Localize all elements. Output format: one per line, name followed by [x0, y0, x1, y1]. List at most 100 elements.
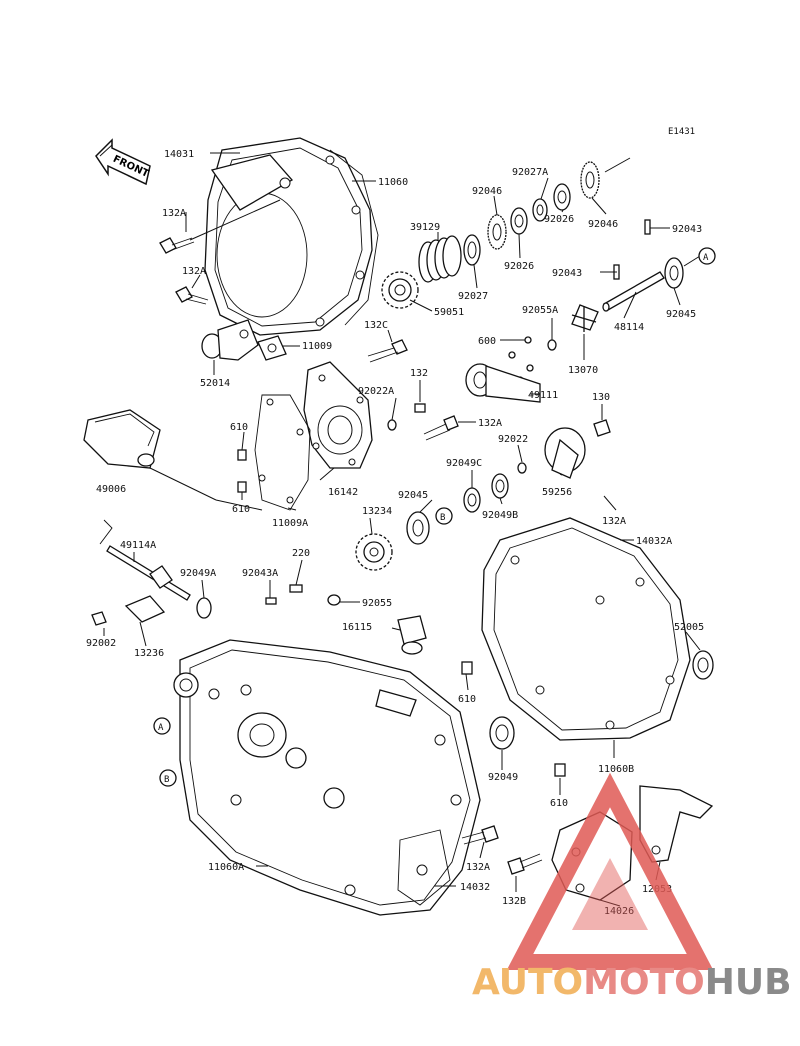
svg-text:B: B [440, 513, 445, 523]
guide-12053 [639, 785, 714, 863]
label-92045-2: 92045 [398, 490, 428, 501]
screw-220 [289, 584, 303, 593]
watermark-part-hub: HUB [704, 962, 792, 1003]
bolt-132b [507, 853, 543, 875]
label-130: 130 [592, 392, 610, 403]
fitting-52014 [201, 319, 259, 361]
label-92027: 92027 [458, 291, 488, 302]
washer-92026-b [553, 183, 571, 211]
bolt-132c [367, 339, 408, 363]
washer-92022 [517, 462, 527, 474]
label-16115: 16115 [342, 622, 372, 633]
spring-39129 [418, 235, 462, 283]
shaft-48114 [602, 271, 665, 312]
svg-text:A: A [703, 253, 709, 263]
plug-16115 [397, 615, 427, 655]
watermark-logo-icon [506, 772, 714, 970]
bracket-13236 [124, 595, 166, 623]
label-11009a: 11009A [272, 518, 308, 529]
label-92046-2: 92046 [588, 219, 618, 230]
watermark-part-moto: MOTO [583, 962, 705, 1003]
bearing-92045-lower [406, 511, 430, 545]
watermark-text: AUTOMOTOHUB [472, 962, 792, 1003]
label-610-4: 610 [550, 798, 568, 809]
label-92049b: 92049B [482, 510, 518, 521]
label-92043-1: 92043 [672, 224, 702, 235]
bearing-92045 [664, 255, 701, 289]
label-132c: 132C [364, 320, 388, 331]
label-610-3: 610 [458, 694, 476, 705]
label-92026-1: 92026 [544, 214, 574, 225]
impeller-13070 [571, 304, 599, 332]
label-132a-5: 132A [466, 862, 490, 873]
label-13236: 13236 [134, 648, 164, 659]
label-52014: 52014 [200, 378, 230, 389]
label-92055a: 92055A [522, 305, 558, 316]
clutch-cover-top [204, 137, 379, 336]
bolt-132a-lower [461, 825, 499, 845]
label-132: 132 [410, 368, 428, 379]
label-49111: 49111 [528, 390, 558, 401]
label-132a-2: 132A [182, 266, 206, 277]
ref-marker-a-top: A [698, 247, 716, 265]
label-14032: 14032 [460, 882, 490, 893]
washer-92026-a [510, 207, 528, 235]
label-14026: 14026 [604, 906, 634, 917]
bolt-132a-second [175, 286, 209, 305]
shaft-49114a [99, 519, 191, 601]
gasket-11009a [254, 394, 311, 511]
label-59256: 59256 [542, 487, 572, 498]
bolt-132a-top [159, 199, 281, 254]
seal-92049a [196, 597, 212, 619]
part-labels: 14031 11060 132A 132A 52014 11009 132C 3… [86, 149, 704, 917]
seal-52005 [692, 650, 714, 680]
label-132a-3: 132A [478, 418, 502, 429]
seal-92049 [489, 716, 515, 750]
label-92049c: 92049C [446, 458, 482, 469]
label-13070: 13070 [568, 365, 598, 376]
label-11009: 11009 [302, 341, 332, 352]
dowel-610-d [554, 763, 566, 777]
label-14032a: 14032A [636, 536, 672, 547]
impeller-59256 [544, 427, 586, 479]
label-92043a: 92043A [242, 568, 278, 579]
label-610-1: 610 [230, 422, 248, 433]
label-92043-2: 92043 [552, 268, 582, 279]
label-92022a: 92022A [358, 386, 394, 397]
washer-92022a [387, 419, 397, 431]
housing-49111 [465, 363, 541, 403]
dowel-610-b [237, 481, 247, 493]
label-132b: 132B [502, 896, 526, 907]
label-49114a: 49114A [120, 540, 156, 551]
label-52005: 52005 [674, 622, 704, 633]
svg-text:B: B [164, 775, 169, 785]
bearing-92046-b [580, 161, 600, 199]
bolt-92002 [91, 611, 107, 626]
label-11060: 11060 [378, 177, 408, 188]
label-132a-1: 132A [162, 208, 186, 219]
label-132a-4: 132A [602, 516, 626, 527]
leader-lines [103, 152, 701, 907]
label-92055: 92055 [362, 598, 392, 609]
seal-92049b [491, 473, 509, 499]
label-600: 600 [478, 336, 496, 347]
ref-marker-b-bottom: B [159, 769, 177, 787]
label-92027a: 92027A [512, 167, 548, 178]
label-92026-2: 92026 [504, 261, 534, 272]
pin-92043a [265, 597, 277, 605]
label-16142: 16142 [328, 487, 358, 498]
label-11060a: 11060A [208, 862, 244, 873]
oring-92055a [547, 339, 557, 351]
bearing-92046-a [487, 214, 507, 250]
pin-92043-a [644, 219, 651, 235]
crankcase-cover-11060a [173, 639, 481, 916]
label-11060b: 11060B [598, 764, 634, 775]
gear-13234 [355, 533, 393, 571]
label-59051: 59051 [434, 307, 464, 318]
clutch-cover-14032a [481, 517, 691, 741]
pump-cover-16142 [303, 361, 373, 469]
washer-92027 [463, 234, 481, 266]
label-92049a: 92049A [180, 568, 216, 579]
svg-text:A: A [158, 723, 164, 733]
